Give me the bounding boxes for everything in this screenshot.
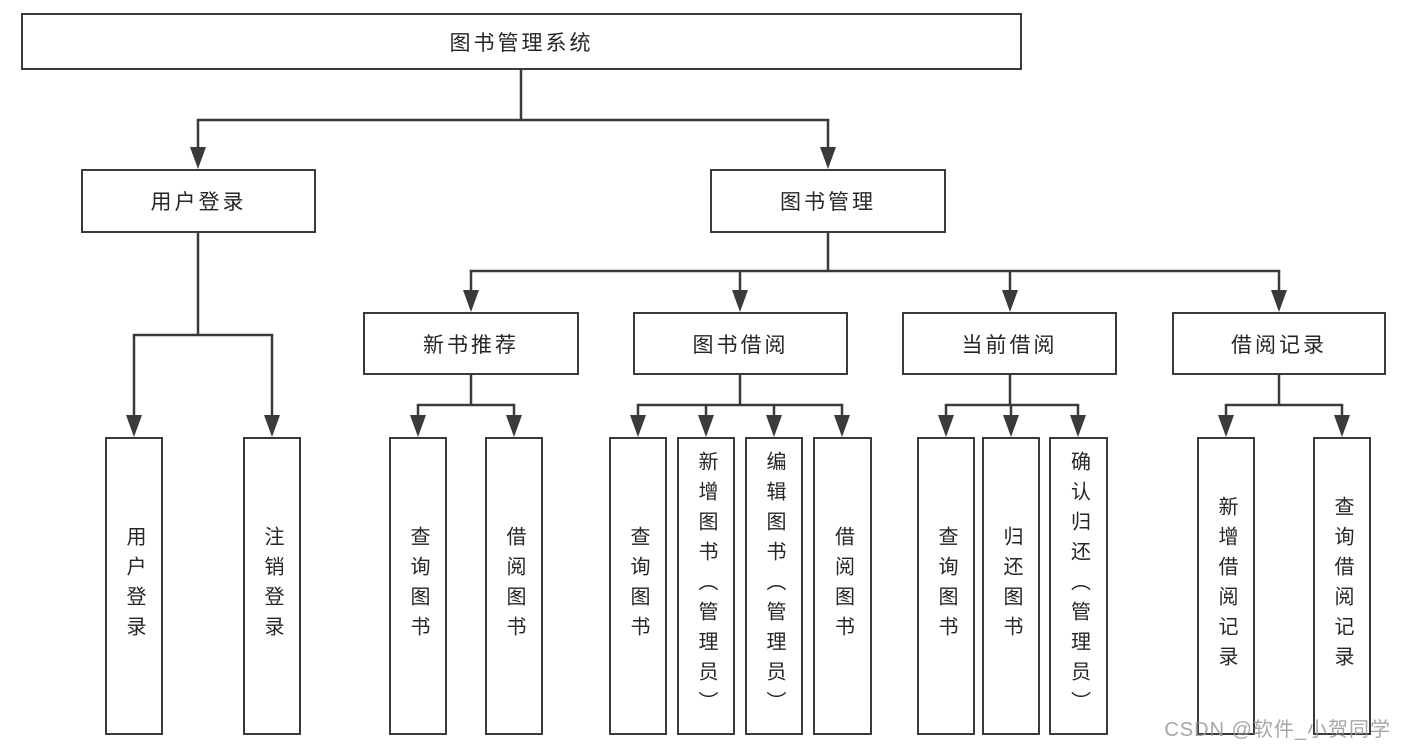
leaf-bb-edit-books-admin-label: 编辑图书（管理员） bbox=[763, 451, 785, 721]
leaf-nbr-query-books: 查询图书 bbox=[389, 437, 447, 735]
node-new-book-recommend: 新书推荐 bbox=[363, 312, 579, 375]
leaf-logout: 注销登录 bbox=[243, 437, 301, 735]
node-user-login-group: 用户登录 bbox=[81, 169, 316, 233]
leaf-cb-return-books-label: 归还图书 bbox=[1000, 526, 1022, 646]
leaf-nbr-query-books-label: 查询图书 bbox=[407, 526, 429, 646]
csdn-watermark: CSDN @软件_小贺同学 bbox=[1164, 719, 1391, 741]
leaf-bb-edit-books-admin: 编辑图书（管理员） bbox=[745, 437, 803, 735]
leaf-br-query-record-label: 查询借阅记录 bbox=[1331, 496, 1353, 676]
leaf-br-query-record: 查询借阅记录 bbox=[1313, 437, 1371, 735]
node-book-management-label: 图书管理 bbox=[780, 191, 876, 214]
leaf-br-add-record-label: 新增借阅记录 bbox=[1215, 496, 1237, 676]
leaf-nbr-borrow-books: 借阅图书 bbox=[485, 437, 543, 735]
leaf-cb-return-books: 归还图书 bbox=[982, 437, 1040, 735]
node-library-system: 图书管理系统 bbox=[21, 13, 1022, 70]
leaf-cb-query-books: 查询图书 bbox=[917, 437, 975, 735]
leaf-logout-label: 注销登录 bbox=[261, 526, 283, 646]
node-borrow-records: 借阅记录 bbox=[1172, 312, 1386, 375]
node-borrow-records-label: 借阅记录 bbox=[1231, 333, 1327, 357]
leaf-cb-query-books-label: 查询图书 bbox=[935, 526, 957, 646]
node-current-borrowing-label: 当前借阅 bbox=[961, 333, 1058, 357]
leaf-bb-borrow-books-label: 借阅图书 bbox=[831, 526, 854, 646]
node-current-borrowing: 当前借阅 bbox=[902, 312, 1117, 375]
node-user-login-group-label: 用户登录 bbox=[150, 191, 247, 214]
node-book-borrowing-label: 图书借阅 bbox=[692, 333, 789, 357]
leaf-bb-borrow-books: 借阅图书 bbox=[813, 437, 872, 735]
node-book-borrowing: 图书借阅 bbox=[633, 312, 848, 375]
leaf-user-login: 用户登录 bbox=[105, 437, 163, 735]
leaf-cb-confirm-return-admin: 确认归还（管理员） bbox=[1049, 437, 1108, 735]
leaf-nbr-borrow-books-label: 借阅图书 bbox=[503, 526, 525, 646]
node-new-book-recommend-label: 新书推荐 bbox=[423, 333, 519, 357]
node-book-management: 图书管理 bbox=[710, 169, 946, 233]
leaf-cb-confirm-return-admin-label: 确认归还（管理员） bbox=[1067, 451, 1090, 721]
node-library-system-label: 图书管理系统 bbox=[449, 31, 594, 55]
leaf-br-add-record: 新增借阅记录 bbox=[1197, 437, 1255, 735]
leaf-bb-add-books-admin: 新增图书（管理员） bbox=[677, 437, 735, 735]
leaf-bb-add-books-admin-label: 新增图书（管理员） bbox=[695, 451, 717, 721]
leaf-bb-query-books-label: 查询图书 bbox=[627, 526, 649, 646]
leaf-user-login-label: 用户登录 bbox=[123, 526, 145, 646]
leaf-bb-query-books: 查询图书 bbox=[609, 437, 667, 735]
